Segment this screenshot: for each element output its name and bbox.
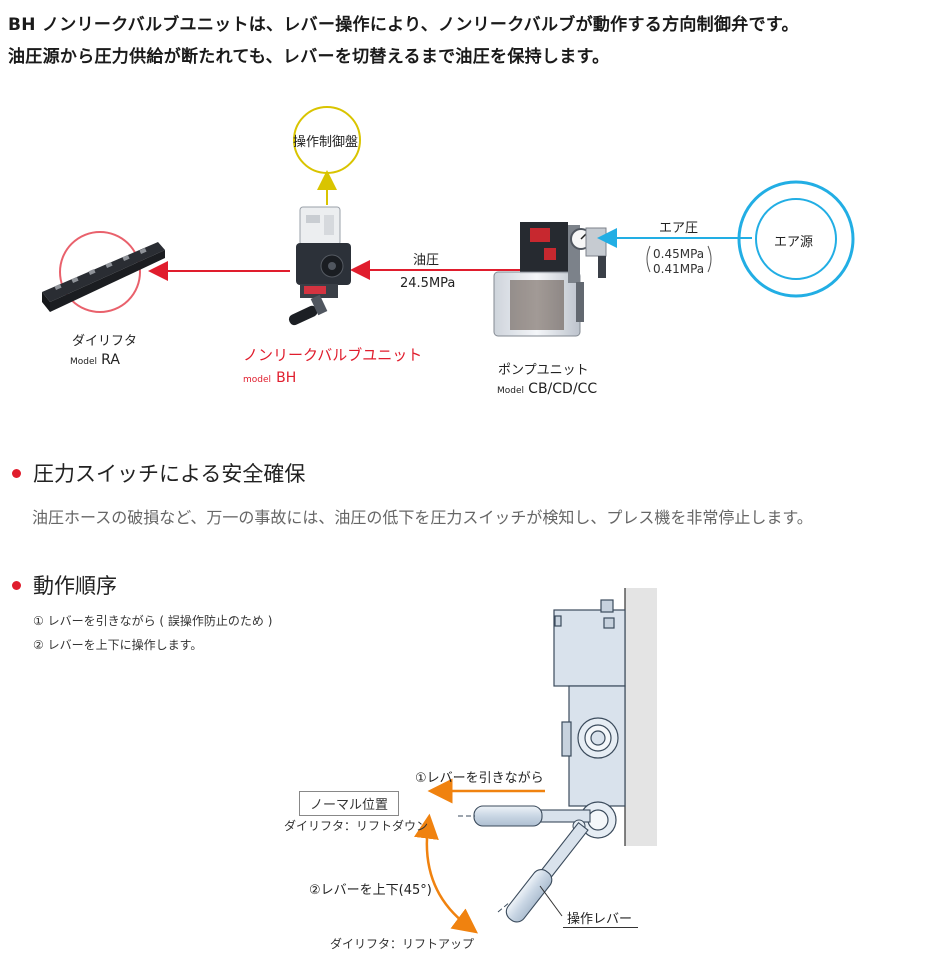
safety-section-title: 圧力スイッチによる安全確保 (12, 458, 305, 488)
intro-line-1: BH ノンリークバルブユニットは、レバー操作により、ノンリークバルブが動作する方… (8, 15, 799, 35)
lever-lowered-position (505, 821, 589, 923)
up-down-lever-label: ②レバーを上下(45°) (309, 883, 432, 898)
system-diagram (42, 106, 855, 337)
safety-section-text: 油圧ホースの破損など、万一の事故には、油圧の低下を圧力スイッチが検知し、プレス機… (32, 508, 813, 527)
bullet-icon (12, 468, 21, 478)
operation-section-title: 動作順序 (12, 570, 117, 600)
intro-line-2: 油圧源から圧力供給が断たれても、レバーを切替えるまで油圧を保持します。 (8, 47, 610, 67)
operating-lever-label: 操作レバー (567, 912, 633, 927)
oil-pressure-label: 油圧 (413, 253, 440, 268)
die-lifter-model-prefix: Model (70, 357, 98, 367)
lift-up-label: ダイリフタ：リフトアップ (330, 937, 475, 951)
air-pressure-value-1: 0.45MPa (653, 247, 705, 261)
operating-lever-underline (563, 927, 638, 928)
air-pressure-label: エア圧 (659, 221, 699, 236)
die-lifter-circle (59, 231, 141, 313)
oil-pressure-value: 24.5MPa (400, 276, 456, 291)
air-source-outer-circle (737, 180, 855, 298)
operation-step-1: ① レバーを引きながら ( 誤操作防止のため ) (33, 614, 273, 628)
bullet-icon (12, 580, 21, 590)
up-down-arrow (414, 813, 478, 934)
valve-unit-model-code: BH (276, 370, 297, 386)
die-lifter-label: ダイリフタ (72, 334, 138, 349)
pull-lever-label: ①レバーを引きながら (415, 771, 544, 786)
lever-diagram (414, 588, 657, 934)
die-lifter-model: Model RA (70, 352, 120, 368)
lever-normal-position (473, 805, 591, 827)
mounting-wall (625, 588, 657, 846)
valve-unit-model-prefix: model (243, 375, 272, 385)
die-lifter-model-code: RA (101, 352, 120, 368)
pump-unit-model-prefix: Model (497, 386, 525, 396)
air-source-label: エア源 (774, 235, 814, 250)
die-lifter-rail-image (42, 242, 165, 312)
valve-unit-image (288, 206, 351, 326)
normal-position-box: ノーマル位置 (299, 791, 400, 816)
pump-unit-model-code: CB/CD/CC (528, 381, 598, 397)
control-panel-label: 操作制御盤 (293, 135, 359, 150)
pump-unit-label: ポンプユニット (498, 363, 589, 378)
pump-unit-model: Model CB/CD/CC (497, 381, 597, 397)
lift-down-label: ダイリフタ：リフトダウン (284, 819, 429, 833)
switch-housing (553, 599, 626, 687)
air-source-inner-circle (755, 198, 837, 280)
air-pressure-value-2: 0.41MPa (653, 262, 705, 276)
valve-unit-model: model BH (243, 367, 296, 386)
pump-unit-image (493, 222, 607, 337)
valve-unit-label: ノンリークバルブユニット (243, 346, 423, 364)
operation-step-2: ② レバーを上下に操作します。 (33, 638, 203, 652)
safety-title-text: 圧力スイッチによる安全確保 (33, 462, 306, 486)
operation-title-text: 動作順序 (33, 574, 117, 598)
